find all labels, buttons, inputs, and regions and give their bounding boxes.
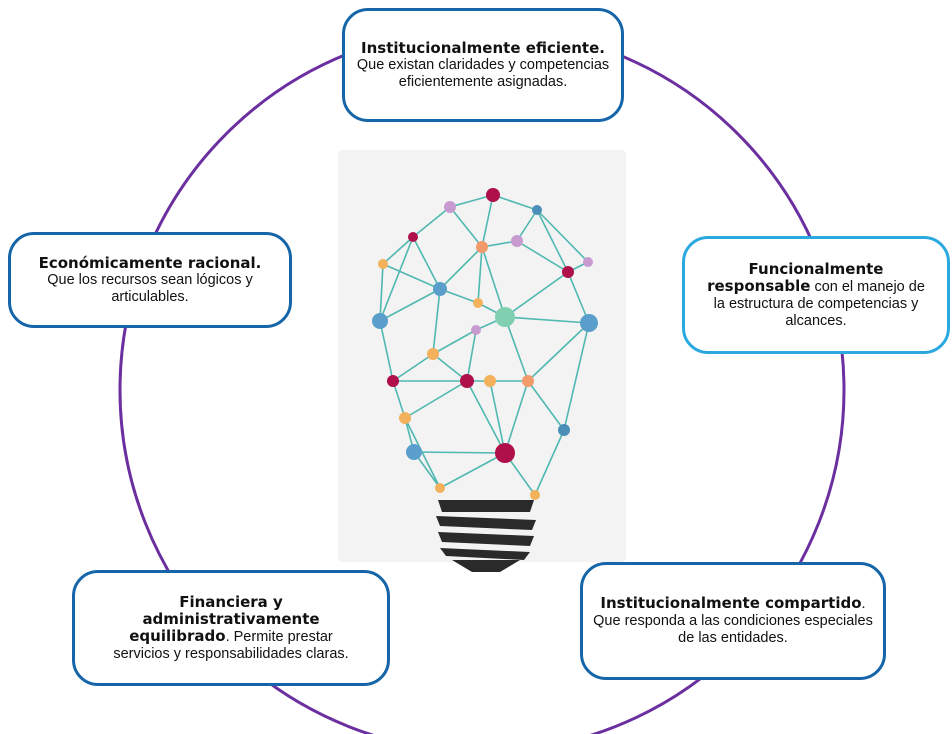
node-title-line3: equilibrado [129,626,226,645]
bulb-network-edge [516,209,538,242]
node-text: Que los recursos sean lógicos y articula… [47,271,253,305]
bulb-network-edge [382,263,441,290]
node-funcionalmente-responsable: Funcionalmente responsable con el manejo… [682,236,950,354]
node-text: la estructura de competencias y alcances… [713,295,919,329]
node-financiera-administrativamente-equilibrado: Financiera y administrativamente equilib… [72,570,390,686]
bulb-network-node [484,375,496,387]
node-title: Institucionalmente eficiente. [361,38,605,57]
bulb-network-node [511,235,523,247]
bulb-network-edge [534,429,565,496]
bulb-network-node [435,483,445,493]
bulb-network-edge [567,271,590,324]
bulb-network-node [583,257,593,267]
bulb-network-edge [379,263,384,322]
bulb-network-node [444,201,456,213]
bulb-network-node [495,443,515,463]
bulb-network-edge [466,329,477,382]
bulb-network-edge [432,288,441,355]
bulb-network-edge [536,209,569,273]
bulb-network-node [471,325,481,335]
node-text: servicios y responsabilidades claras. [113,645,349,662]
bulb-network-edge [413,451,506,454]
bulb-network-edge [516,240,569,273]
bulb-network-edge [432,353,468,382]
bulb-network-edge [504,380,529,454]
bulb-network-edge [439,452,506,489]
node-title-line1: Financiera y [179,592,283,611]
bulb-network-edge [527,380,565,431]
bulb-network-node [372,313,388,329]
bulb-network-nodes [372,188,598,500]
bulb-network-edge [412,236,441,290]
bulb-network-node [530,490,540,500]
bulb-network-edge [404,417,441,489]
bulb-network-node [495,307,515,327]
bulb-network-edge [536,209,589,263]
bulb-network-node [473,298,483,308]
bulb-network-edge [477,246,483,304]
lightbulb-network-icon [338,150,626,572]
bulb-network-node [460,374,474,388]
bulb-network-edge [504,316,590,324]
bulb-network-node [476,241,488,253]
node-title: Institucionalmente compartido [600,594,862,612]
bulb-network-edge [449,194,494,208]
bulb-network-edge [439,246,483,290]
bulb-network-node [378,259,388,269]
node-title-line2: administrativamente [142,609,320,628]
node-text: Que existan claridades y competencias ef… [356,56,610,90]
node-text: Que responda a las condiciones especiale… [593,613,873,646]
node-title-line1: Funcionalmente [748,259,884,278]
bulb-network-edge [489,380,506,454]
bulb-network-edge [392,353,434,382]
bulb-network-edge [379,320,394,382]
bulb-network-node [558,424,570,436]
node-text-inline: . Permite prestar [225,628,333,645]
node-economicamente-racional: Económicamente racional. Que los recurso… [8,232,292,328]
bulb-network-edge [492,194,538,211]
bulb-network-node [562,266,574,278]
bulb-network-edge [563,322,590,431]
bulb-network-edge [404,380,468,419]
bulb-socket [436,500,536,572]
bulb-network-node [580,314,598,332]
node-title-suffix: . [861,596,866,612]
bulb-network-lines [379,194,590,496]
bulb-network-edge [504,316,529,382]
bulb-network-node [399,412,411,424]
node-institucionalmente-eficiente: Institucionalmente eficiente. Que exista… [342,8,624,122]
bulb-network-edge [379,236,414,322]
bulb-network-edge [481,246,506,318]
node-title-line2: responsable [707,276,811,295]
bulb-network-node [408,232,418,242]
bulb-network-edge [382,236,414,265]
bulb-network-edge [412,206,451,238]
node-title: Económicamente racional. [38,253,262,272]
bulb-network-node [406,444,422,460]
bulb-network-node [427,348,439,360]
bulb-network-node [387,375,399,387]
node-text-inline: con el manejo de [810,278,925,295]
bulb-network-edge [432,329,477,355]
node-institucionalmente-compartido: Institucionalmente compartido. Que respo… [580,562,886,680]
bulb-network-edge [504,271,569,318]
bulb-network-node [532,205,542,215]
bulb-network-node [433,282,447,296]
bulb-network-edge [527,322,590,382]
bulb-network-edge [392,380,406,419]
bulb-network-node [486,188,500,202]
bulb-network-node [522,375,534,387]
bulb-network-edge [466,380,506,454]
bulb-network-edge [379,288,441,322]
bulb-network-edge [449,206,483,248]
bulb-network-edge [481,194,494,248]
